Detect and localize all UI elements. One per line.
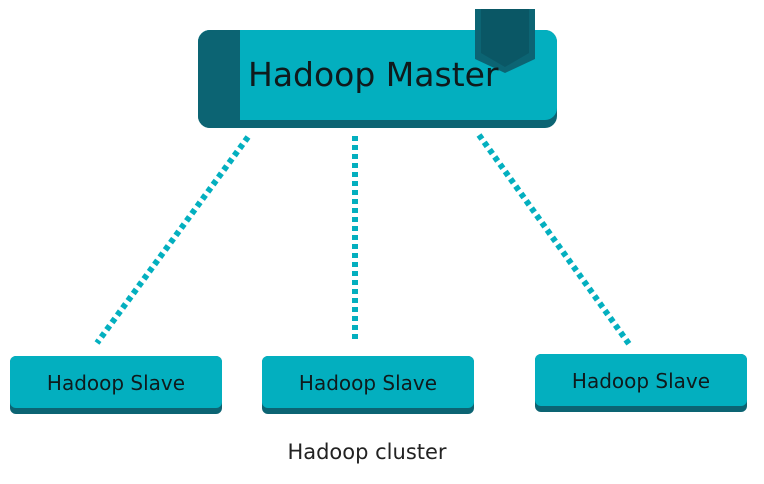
- master-node: Hadoop Master: [198, 9, 557, 128]
- slave-node-3: Hadoop Slave: [535, 354, 747, 412]
- connector-right: [476, 133, 632, 346]
- slave-node-2: Hadoop Slave: [262, 356, 474, 414]
- connector-left: [94, 135, 251, 345]
- slave-node-1: Hadoop Slave: [10, 356, 222, 414]
- master-node-side-band: [198, 30, 240, 128]
- bookmark-icon: [475, 9, 535, 73]
- slave-node-label: Hadoop Slave: [46, 371, 186, 395]
- slave-node-label: Hadoop Slave: [571, 369, 711, 393]
- diagram-caption: Hadoop cluster: [287, 440, 447, 464]
- master-node-label: Hadoop Master: [248, 55, 499, 94]
- slave-node-face: [535, 354, 747, 406]
- slave-node-face: [262, 356, 474, 408]
- slave-node-face: [10, 356, 222, 408]
- slave-node-label: Hadoop Slave: [298, 371, 438, 395]
